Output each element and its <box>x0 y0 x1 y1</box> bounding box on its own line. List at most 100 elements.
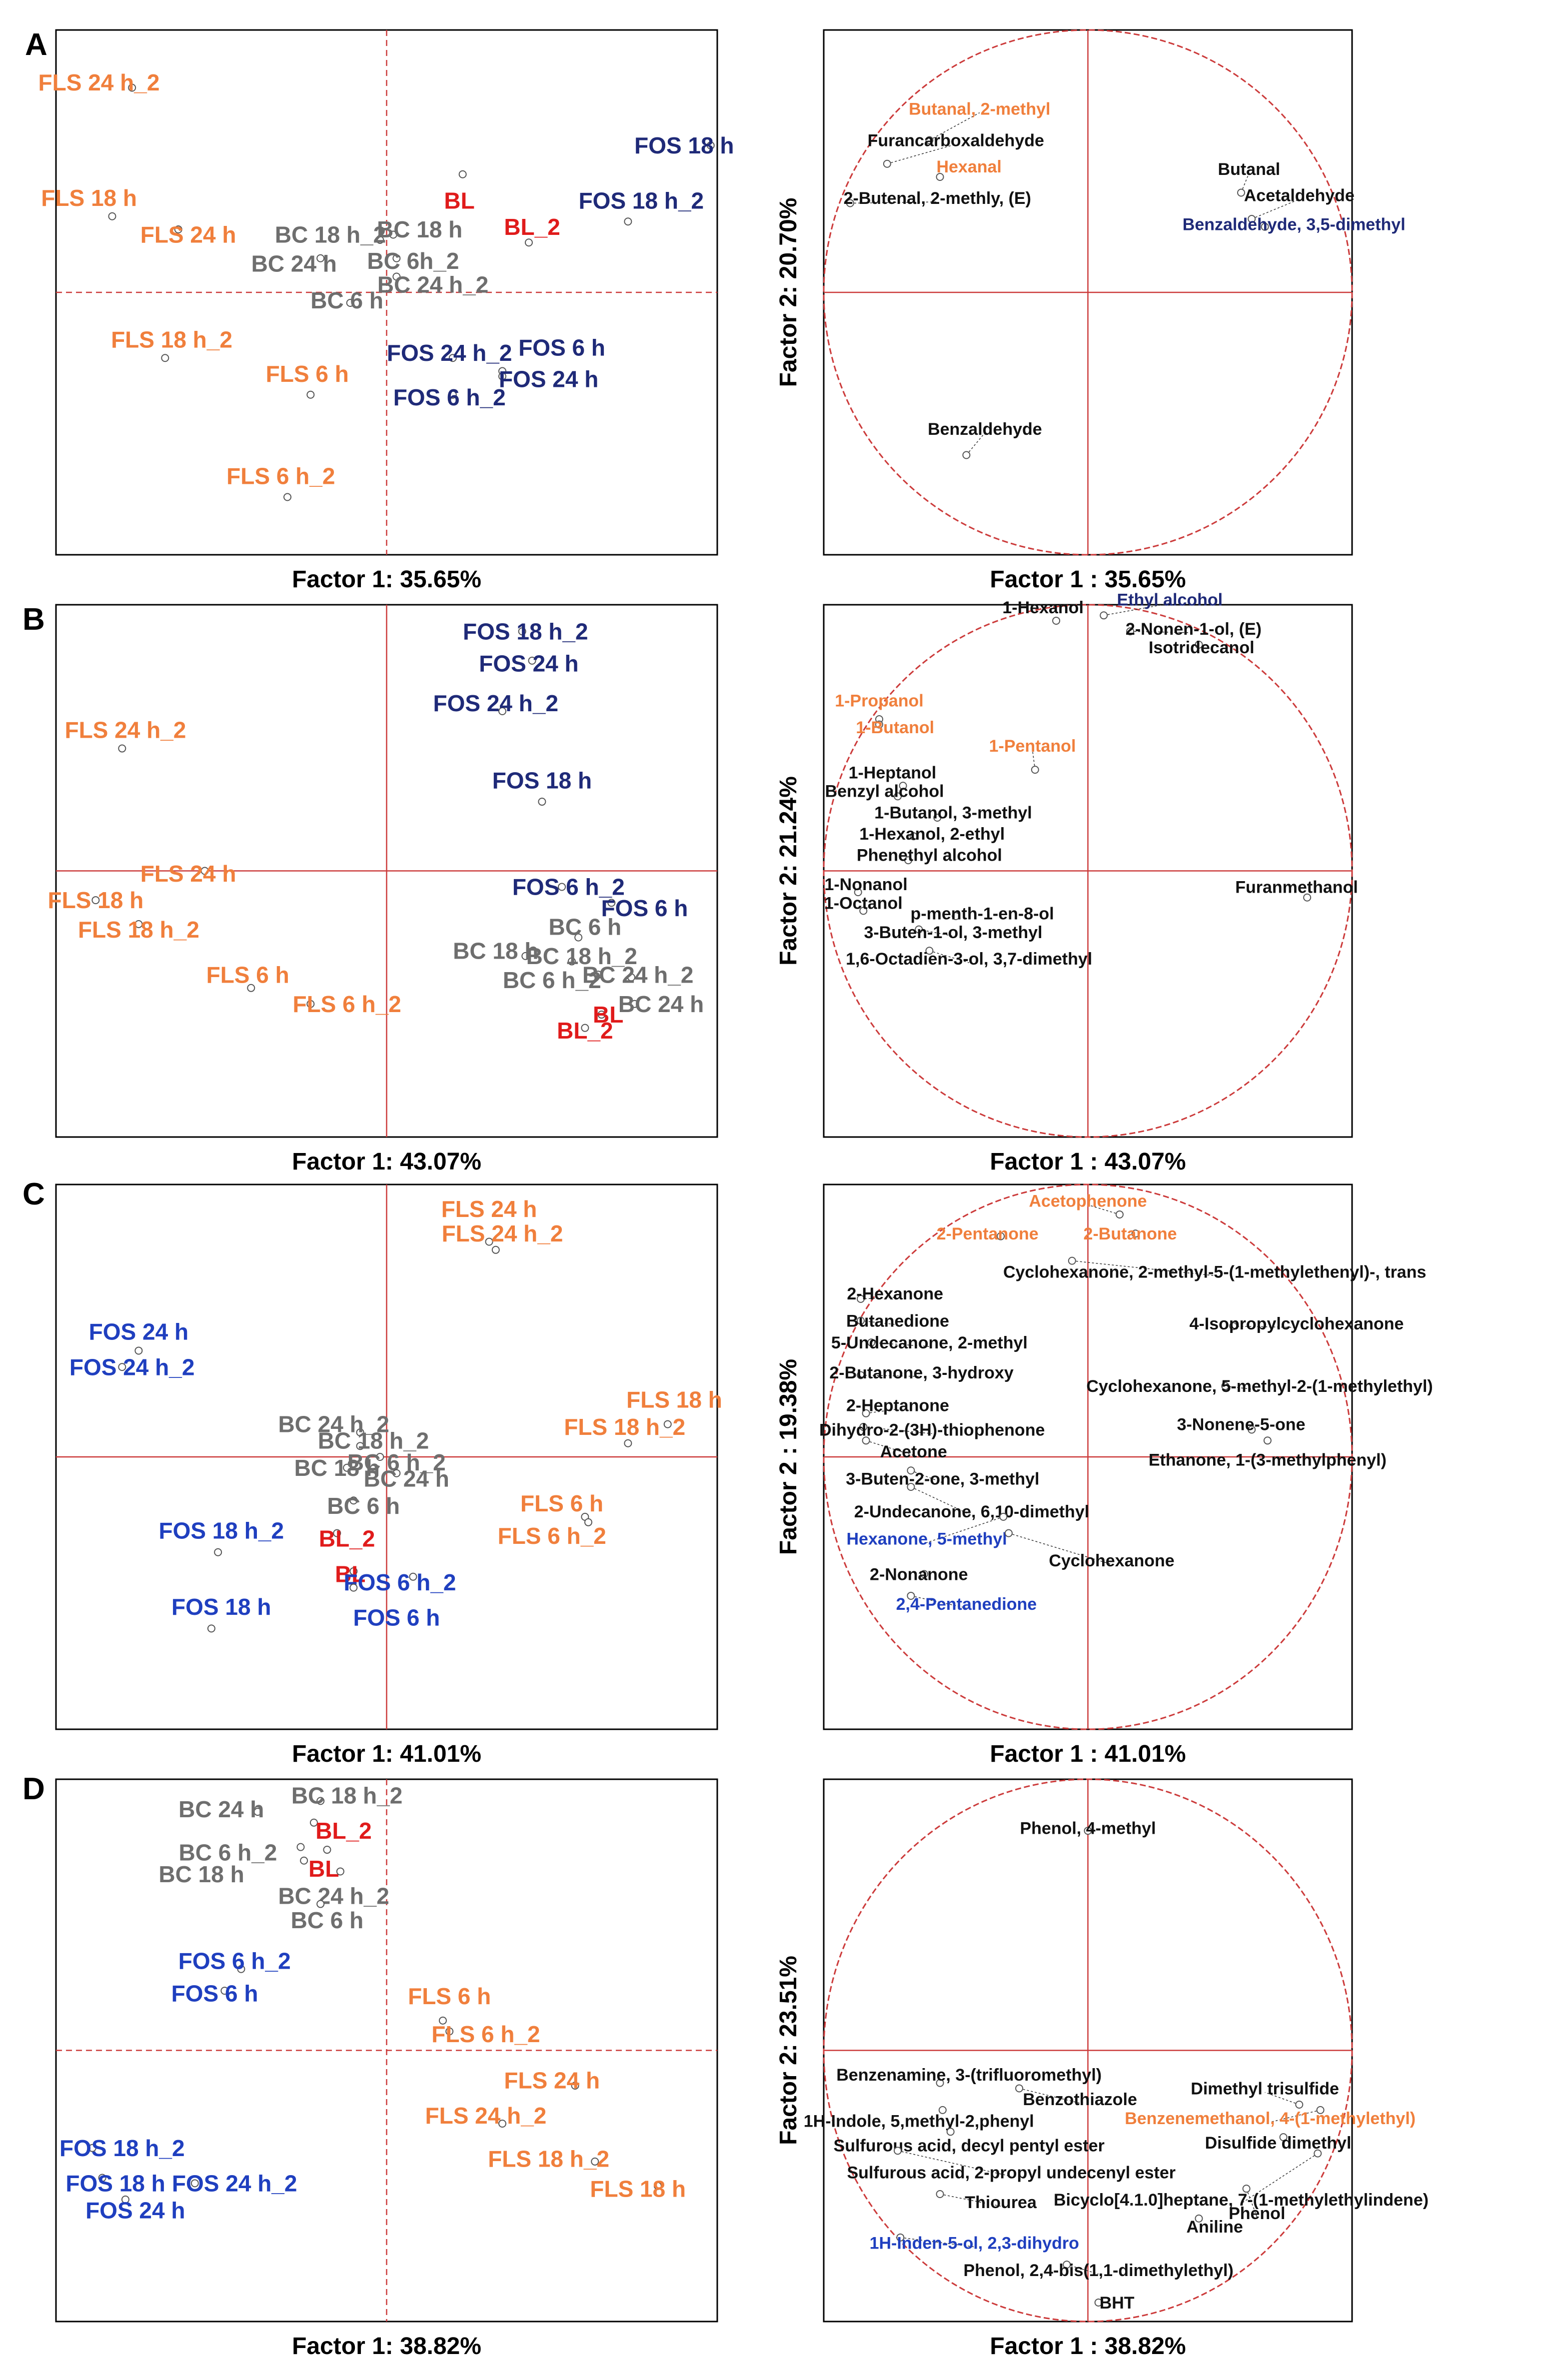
panel-d-scores-label-bc-6-h-2: BC 6 h_2 <box>179 1840 277 1866</box>
panel-a-scores-point-bc-24-h-2 <box>392 272 401 281</box>
panel-b-scores-label-bc-6-h-2: BC 6 h_2 <box>503 967 601 993</box>
panel-d-scores-point-bc-24-h <box>253 1808 262 1816</box>
panel-c-scores-point-bc-18-h <box>343 1463 351 1472</box>
panel-b-loadings-label-ethyl-alcohol: Ethyl alcohol <box>1117 590 1223 609</box>
panel-a-scores-point-bc-18-h <box>389 230 397 239</box>
panel-c-loadings-leader-2-4-pentanedione <box>911 1595 967 1609</box>
panel-b-loadings-x-axis-label: Factor 1 : 43.07% <box>990 1149 1186 1175</box>
panel-d-scores-point-fls-6-h-2 <box>445 2027 454 2036</box>
panel-b-scores-label-fos-6-h: FOS 6 h <box>601 895 688 921</box>
panel-c-loadings-point-acetone <box>862 1436 870 1445</box>
panel-c-loadings-y-axis-label: Factor 2 : 19.38% <box>775 1359 802 1555</box>
panel-c-loadings-point-butanedione <box>856 1316 865 1325</box>
panel-b-loadings-point-1-hexanol-2-ethyl <box>909 832 918 841</box>
panel-b-loadings-label-1-butanol-3-methyl: 1-Butanol, 3-methyl <box>874 803 1032 822</box>
panel-a-scores-point-fos-24-h-2 <box>448 354 457 362</box>
panel-b-loadings-point-2-nonen-1-ol-e <box>1126 627 1135 636</box>
panel-b-scores-label-bl: BL <box>593 1002 623 1028</box>
panel-c-loadings-label-dihydro-2-3h-thiophenone: Dihydro-2-(3H)-thiophenone <box>819 1420 1045 1439</box>
panel-b-loadings-label-2-nonen-1-ol-e: 2-Nonen-1-ol, (E) <box>1126 620 1262 639</box>
panel-b-scores-point-fos-24-h <box>528 656 536 665</box>
panel-a-scores-point-fls-18-h-2 <box>161 354 169 362</box>
panel-b-scores-point-bc-18-h <box>521 952 530 960</box>
panel-d-loadings-label-benzenemethanol-4-1-methylethyl: Benzenemethanol, 4-(1-methylethyl) <box>1125 2109 1416 2128</box>
panel-A-loading-plot: Butanal, 2-methylFurancarboxaldehydeHexa… <box>775 29 1406 593</box>
panel-d-scores-point-fos-6-h <box>220 1987 229 1995</box>
panel-a-loadings-label-acetaldehyde: Acetaldehyde <box>1244 186 1355 205</box>
panel-a-scores-label-bc-18-h: BC 18 h <box>377 216 462 242</box>
panel-d-scores-point-fos-24-h <box>121 2195 129 2204</box>
panel-a-loadings-x-axis-label: Factor 1 : 35.65% <box>990 566 1186 593</box>
panel-c-loadings-point-2-butanone <box>1131 1229 1140 1238</box>
panel-c-loadings-label-3-nonene-5-one: 3-Nonene-5-one <box>1177 1415 1306 1434</box>
panel-c-scores-point-fls-18-h-2 <box>624 1439 632 1447</box>
panel-d-scores-point-fls-24-h-2 <box>498 2119 507 2128</box>
panel-d-scores-label-fos-6-h-2: FOS 6 h_2 <box>178 1948 291 1974</box>
panel-d-loadings-point-aniline <box>1195 2214 1203 2223</box>
panel-c-loadings-leader-5-undecanone-2-methyl <box>871 1342 930 1347</box>
panel-a-scores-x-axis-label: Factor 1: 35.65% <box>292 566 481 593</box>
panel-d-loadings-point-benzenemethanol-4-1-methylethyl <box>1316 2106 1325 2114</box>
panel-d-scores-x-axis-label: Factor 1: 38.82% <box>292 2333 481 2360</box>
panel-d-loadings-label-phenol-2-4-bis-1-1-dimethylethyl: Phenol, 2,4-bis(1,1-dimethylethyl) <box>963 2261 1233 2280</box>
panel-a-scores-point-bl-2 <box>524 238 533 247</box>
panel-c-loadings-label-2-butanone: 2-Butanone <box>1084 1224 1177 1243</box>
panel-d-loadings-label-benzothiazole: Benzothiazole <box>1023 2090 1137 2109</box>
panel-d-scores-label-bc-24-h: BC 24 h <box>178 1796 264 1822</box>
panel-c-loadings-point-2-pentanone <box>997 1232 1005 1240</box>
panel-c-scores-label-fos-24-h: FOS 24 h <box>89 1318 188 1344</box>
panel-b-scores-point-bc-6-h-2 <box>594 971 602 979</box>
panel-a-loadings-label-butanal-2-methyl: Butanal, 2-methyl <box>909 99 1050 118</box>
panel-d-scores-point-bc-24-h-2 <box>336 1867 344 1876</box>
panel-c-loadings-label-cyclohexanone: Cyclohexanone <box>1049 1551 1174 1570</box>
panel-b-loadings-point-1-heptanol <box>899 782 907 790</box>
panel-b-scores-point-bc-24-h <box>630 1000 639 1008</box>
panel-c-loadings-point-2-hexanone <box>856 1294 865 1303</box>
panel-c-loadings-leader-hexanone-5-methyl <box>926 1516 1004 1543</box>
panel-b-scores-label-bc-24-h: BC 24 h <box>618 991 704 1017</box>
panel-c-loadings-label-4-isopropylcyclohexanone: 4-Isopropylcyclohexanone <box>1190 1314 1404 1333</box>
panel-a-scores-point-fos-6-h-2 <box>448 390 457 399</box>
panel-a-loadings-point-2-butenal-2-methly-e <box>846 199 854 207</box>
panel-d-loadings-point-phenol <box>1242 2185 1251 2193</box>
panel-c-loadings-point-2-heptanone <box>862 1409 870 1417</box>
panel-d-loadings-point-benzothiazole <box>1015 2084 1024 2093</box>
panel-a-scores-point-fls-18-h <box>108 212 116 220</box>
panel-c-loadings-leader-cyclohexanone-5-methyl-2-1-methylethyl <box>1225 1385 1260 1391</box>
panel-b-loadings-point-1-hexanol <box>1052 616 1061 625</box>
panel-a-loadings-label-furancarboxaldehyde: Furancarboxaldehyde <box>868 131 1044 150</box>
panel-letter-B: B <box>22 602 45 637</box>
panel-a-scores-label-bc-24-h-2: BC 24 h_2 <box>377 271 488 297</box>
panel-c-scores-point-bc-24-h <box>392 1469 401 1477</box>
panel-d-loadings-point-sulfurous-acid-2-propyl-undecenyl-ester <box>893 2147 902 2155</box>
panel-c-loadings-leader-acetone <box>866 1440 914 1456</box>
panel-b-loadings-label-furanmethanol: Furanmethanol <box>1235 878 1358 897</box>
panel-d-loadings-label-sulfurous-acid-2-propyl-undecenyl-ester: Sulfurous acid, 2-propyl undecenyl ester <box>847 2164 1176 2183</box>
panel-a-scores-point-bc-6h-2 <box>392 254 401 262</box>
panel-a-scores-point-bc-18-h-2 <box>376 236 384 244</box>
panel-b-scores-label-fos-18-h: FOS 18 h <box>492 768 592 794</box>
panel-b-loadings-point-phenethyl-alcohol <box>904 856 913 865</box>
panel-d-scores-label-bc-18-h: BC 18 h <box>158 1861 244 1887</box>
panel-b-scores-x-axis-label: Factor 1: 43.07% <box>292 1149 481 1175</box>
panel-b-scores-point-fls-18-h <box>91 896 100 905</box>
panel-d-scores-label-bc-18-h-2: BC 18 h_2 <box>291 1783 402 1809</box>
panel-d-loadings-point-1h-indole-5-methyl-2-phenyl <box>938 2106 947 2114</box>
panel-c-loadings-label-ethanone-1-3-methylphenyl: Ethanone, 1-(3-methylphenyl) <box>1149 1450 1387 1469</box>
panel-c-loadings-point-dihydro-2-3h-thiophenone <box>859 1423 868 1431</box>
panel-b-scores-point-fls-24-h-2 <box>118 744 126 753</box>
panel-b-scores-point-fls-6-h-2 <box>306 1000 315 1008</box>
panel-a-scores-point-bc-24-h <box>316 254 325 262</box>
panel-d-scores-point-fls-6-h <box>438 2016 447 2025</box>
panel-a-scores-label-bc-18-h-2: BC 18 h_2 <box>275 222 386 248</box>
panel-b-loadings-point-1-nonanol <box>854 888 862 897</box>
panel-b-loadings-point-1-octanol <box>859 907 868 915</box>
panel-c-loadings-point-cyclohexanone-5-methyl-2-1-methylethyl <box>1221 1382 1230 1390</box>
panel-c-loadings-point-2-undecanone-6-10-dimethyl <box>907 1482 915 1491</box>
panel-a-loadings-point-acetaldehyde <box>1248 215 1256 223</box>
panel-d-scores-label-fos-24-h-2: FOS 24 h_2 <box>172 2170 297 2196</box>
